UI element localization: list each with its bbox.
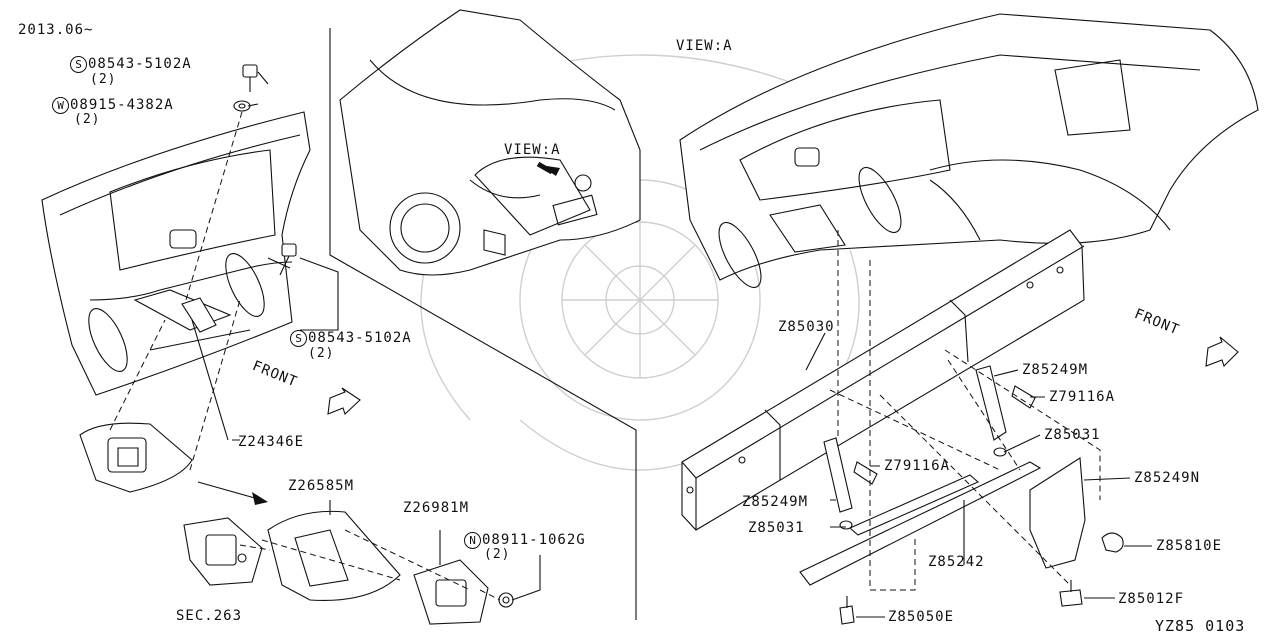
front-arrow-icon-left xyxy=(327,387,361,415)
car-rear-icon xyxy=(339,9,641,276)
bumper-right-view xyxy=(679,13,1259,289)
part-label-z79116a-upper[interactable]: Z79116A xyxy=(1049,389,1116,405)
lamp-socket-icon xyxy=(183,517,263,586)
part-number: 08911-1062G xyxy=(482,532,586,548)
part-label-z24346e[interactable]: Z24346E xyxy=(238,434,305,450)
washer-icon xyxy=(233,100,251,112)
part-qty: (2) xyxy=(484,547,511,562)
part-number: 08543-5102A xyxy=(308,330,412,346)
front-arrow-icon-right xyxy=(1205,336,1239,368)
bracket-icon xyxy=(181,297,217,333)
prefix-marker: W xyxy=(52,97,69,114)
clip-icon-z85012f xyxy=(1059,580,1083,607)
part-label-z85249n[interactable]: Z85249N xyxy=(1134,470,1201,486)
section-ref-sec263[interactable]: SEC.263 xyxy=(176,608,243,624)
bumper-left-view xyxy=(41,111,311,396)
panel-divider-left xyxy=(329,28,637,620)
rivet-icon-z85050e xyxy=(839,596,855,625)
part-label-z26585m[interactable]: Z26585M xyxy=(288,478,355,494)
prefix-marker: S xyxy=(290,330,307,347)
prefix-marker: S xyxy=(70,56,87,73)
part-label-z85050e[interactable]: Z85050E xyxy=(888,609,955,625)
reflector-housing-icon xyxy=(79,422,193,493)
splash-guard-icon xyxy=(1029,457,1086,569)
part-number: 08543-5102A xyxy=(88,56,192,72)
clip-icon-z85810e xyxy=(1101,532,1124,553)
date-code: 2013.06~ xyxy=(18,22,94,38)
stay-bracket-icon-upper xyxy=(975,365,1007,441)
part-label-z85012f[interactable]: Z85012F xyxy=(1118,591,1185,607)
bolt-icon-side xyxy=(267,243,297,276)
under-cover-icon xyxy=(799,461,1042,586)
prefix-marker: N xyxy=(464,532,481,549)
view-pointer-label: VIEW:A xyxy=(504,142,561,158)
lamp-body-icon xyxy=(413,559,489,625)
stay-bracket-icon-lower xyxy=(823,437,853,513)
part-label-z85249m-lower[interactable]: Z85249M xyxy=(742,494,809,510)
part-label-z79116a-lower[interactable]: Z79116A xyxy=(884,458,951,474)
arrow-head-icon xyxy=(252,492,268,505)
washer-icon-right xyxy=(839,447,1007,530)
bolt-icon xyxy=(242,64,258,92)
part-label-z85249m-upper[interactable]: Z85249M xyxy=(1022,362,1089,378)
part-qty: (2) xyxy=(74,112,101,127)
diagram-id: YZ85 0103 xyxy=(1155,617,1246,635)
part-number: 08915-4382A xyxy=(70,97,174,113)
arrow-line xyxy=(197,481,263,501)
part-label-z26981m[interactable]: Z26981M xyxy=(403,500,470,516)
part-label-z85031-upper[interactable]: Z85031 xyxy=(1044,427,1101,443)
part-label-z85810e[interactable]: Z85810E xyxy=(1156,538,1223,554)
part-qty: (2) xyxy=(308,346,335,361)
view-a-title: VIEW:A xyxy=(676,38,733,54)
part-label-z85242[interactable]: Z85242 xyxy=(928,554,985,570)
reinforcement-beam-icon xyxy=(681,229,1085,531)
part-qty: (2) xyxy=(90,72,117,87)
finisher-icon xyxy=(267,510,401,602)
nut-icon xyxy=(498,592,514,608)
part-label-z85031-lower[interactable]: Z85031 xyxy=(748,520,805,536)
part-label-z85030[interactable]: Z85030 xyxy=(778,319,835,335)
